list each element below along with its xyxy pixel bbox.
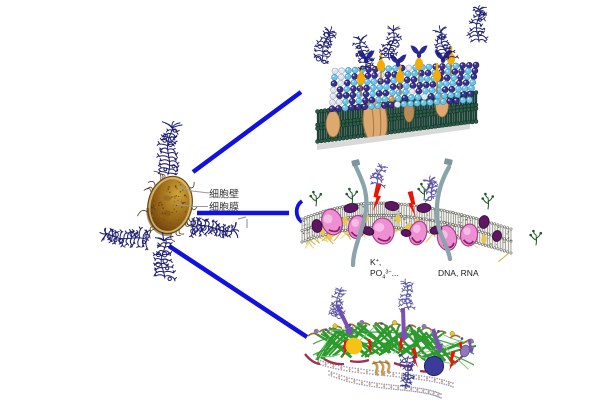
svg-text:细胞壁: 细胞壁 xyxy=(209,188,239,201)
svg-text:细胞膜: 细胞膜 xyxy=(209,201,239,214)
svg-text:PO43−...: PO43−... xyxy=(370,268,399,281)
svg-text:K+,: K+, xyxy=(370,257,381,267)
svg-text:DNA, RNA: DNA, RNA xyxy=(438,268,479,278)
